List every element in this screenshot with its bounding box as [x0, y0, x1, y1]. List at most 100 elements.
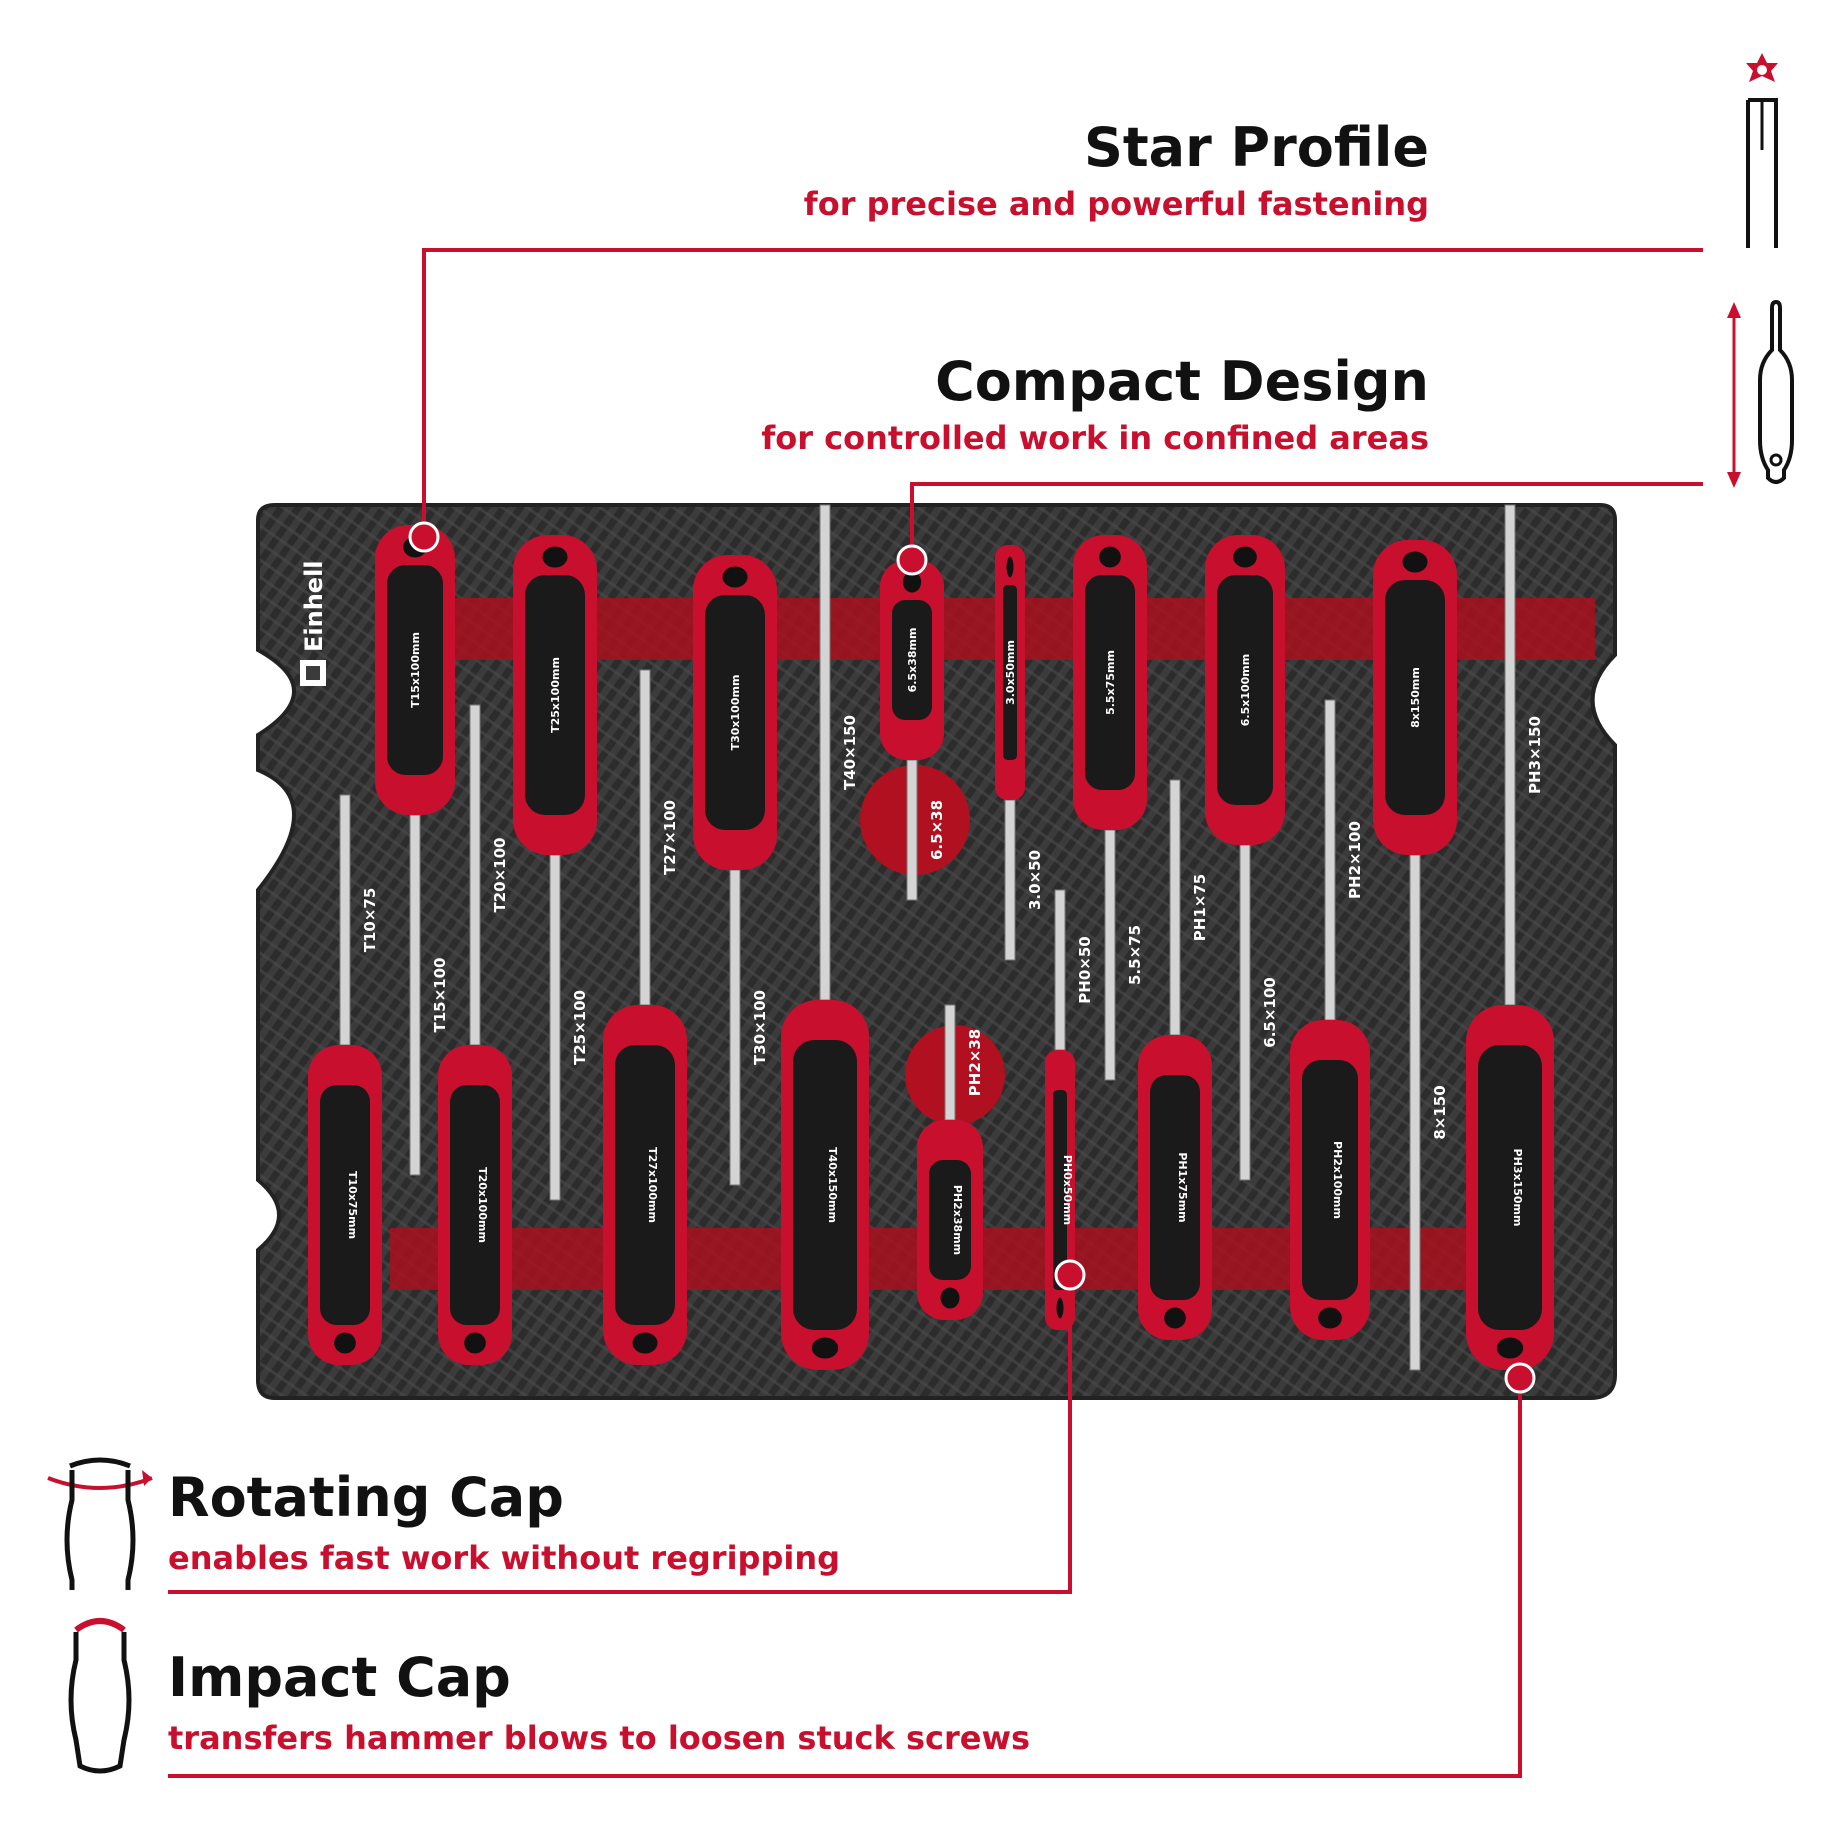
tray-size-label: T30×100: [751, 990, 769, 1065]
screwdriver-shaft: [1409, 854, 1421, 1371]
screwdriver-grip: [525, 575, 585, 815]
einhell-logo: Einhell: [300, 560, 328, 686]
screwdriver-shaft: [906, 759, 918, 901]
screwdriver-grip: [1003, 585, 1017, 760]
tray-size-label: T15×100: [431, 958, 449, 1033]
screwdriver-shaft: [1239, 844, 1251, 1181]
tray-size-label: 8×150: [1431, 1085, 1449, 1139]
hanging-hole: [1230, 543, 1260, 571]
feature-star-profile: Star Profile for precise and powerful fa…: [804, 118, 1429, 224]
hanging-hole: [539, 543, 571, 571]
rotating-cap-handle-icon: [47, 1457, 153, 1590]
screwdriver: 6.5x100mm 6.5×100: [1205, 535, 1285, 1181]
callout-lines: [168, 248, 1703, 1778]
handle-size-label: T27x100mm: [646, 1147, 659, 1223]
screwdriver-grip: [793, 1040, 857, 1330]
screwdriver-set: T10x75mmT10×75T15x100mmT15×100T20x100mmT…: [308, 504, 1554, 1371]
hanging-hole: [629, 1329, 661, 1357]
screwdriver: T20x100mm T20×100: [438, 704, 512, 1365]
screwdriver-shaft: [1169, 779, 1181, 1036]
tray-size-label: 6.5×100: [1261, 977, 1279, 1047]
screwdriver-grip: [1302, 1060, 1358, 1300]
short-screwdriver-icon: [1727, 299, 1794, 488]
tray-size-label: PH1×75: [1191, 874, 1209, 941]
handle-size-label: PH2x38mm: [951, 1185, 964, 1255]
torx-screwdriver-icon: [1746, 53, 1778, 248]
hanging-hole: [1053, 1294, 1067, 1322]
hanging-hole: [1003, 553, 1017, 581]
screwdriver-shaft: [1004, 799, 1016, 961]
screwdriver-shaft: [819, 504, 831, 1001]
callout-dot-compact-design: [896, 544, 928, 576]
hanging-hole: [331, 1329, 359, 1357]
hanging-hole: [1399, 548, 1431, 576]
feature-title: Compact Design: [935, 350, 1429, 413]
screwdriver-shaft: [944, 1004, 956, 1121]
screwdriver-shaft: [639, 669, 651, 1006]
hanging-hole: [1315, 1304, 1345, 1332]
tray-size-label: 3.0×50: [1026, 850, 1044, 910]
screwdriver-grip: [615, 1045, 675, 1325]
callout-line-star-profile: [422, 248, 1703, 537]
hanging-hole: [808, 1334, 842, 1362]
feature-title: Star Profile: [1083, 116, 1429, 179]
tray-size-label: 5.5×75: [1126, 925, 1144, 985]
handle-size-label: PH2x100mm: [1331, 1141, 1344, 1219]
screwdriver-shaft: [409, 814, 421, 1176]
feature-subtitle: enables fast work without regripping: [168, 1539, 841, 1577]
hanging-hole: [1096, 543, 1124, 571]
screwdriver-grip: [387, 565, 443, 775]
callout-dots: [408, 521, 1536, 1394]
handle-size-label: 6.5x38mm: [906, 628, 919, 693]
handle-size-label: PH1x75mm: [1176, 1152, 1189, 1222]
tray-size-label: T40×150: [841, 715, 859, 790]
tray-size-label: T27×100: [661, 800, 679, 875]
screwdriver: T40x150mm T40×150: [781, 504, 869, 1370]
callout-line-compact-design: [910, 482, 1703, 560]
screwdriver-grip: [320, 1085, 370, 1325]
screwdriver: PH1x75mm PH1×75: [1138, 779, 1212, 1340]
screwdriver-grip: [892, 600, 932, 720]
screwdriver: 5.5x75mm 5.5×75: [1073, 535, 1147, 1081]
feature-subtitle: transfers hammer blows to loosen stuck s…: [168, 1719, 1031, 1757]
screwdriver-grip: [1478, 1045, 1542, 1330]
screwdriver-shaft: [1324, 699, 1336, 1021]
callout-dot-rotating-cap: [1054, 1259, 1086, 1291]
tray-size-label: T25×100: [571, 990, 589, 1065]
handle-size-label: 6.5x100mm: [1239, 654, 1252, 726]
callout-dot-impact-cap: [1504, 1362, 1536, 1394]
feature-title: Rotating Cap: [168, 1466, 564, 1529]
handle-size-label: T40x150mm: [826, 1147, 839, 1223]
impact-cap-handle-icon: [68, 1618, 132, 1774]
tray-size-label: T20×100: [491, 838, 509, 913]
screwdriver-grip: [929, 1160, 971, 1280]
feature-title: Impact Cap: [168, 1646, 511, 1709]
screwdriver: PH2x100mm PH2×100: [1290, 699, 1370, 1340]
handle-size-label: T10x75mm: [346, 1171, 359, 1239]
feature-rotating-cap: Rotating Cap enables fast work without r…: [168, 1468, 840, 1578]
feature-compact-design: Compact Design for controlled work in co…: [761, 352, 1429, 458]
screwdriver-shaft: [469, 704, 481, 1046]
handle-size-label: 3.0x50mm: [1004, 640, 1017, 705]
logo-text: Einhell: [300, 560, 328, 652]
handle-size-label: T25x100mm: [549, 657, 562, 733]
handle-size-label: PH0x50mm: [1061, 1155, 1074, 1225]
handle-size-label: T20x100mm: [476, 1167, 489, 1243]
screwdriver: T27x100mm T27×100: [603, 669, 687, 1365]
hanging-hole: [1493, 1334, 1527, 1362]
tray-size-label: PH2×100: [1346, 821, 1364, 899]
callout-line-impact-cap: [168, 1378, 1522, 1778]
screwdriver-shaft: [549, 854, 561, 1201]
screwdriver-shaft: [339, 794, 351, 1046]
screwdriver-grip: [1085, 575, 1135, 790]
screwdriver-shaft: [1104, 829, 1116, 1081]
tray-size-label: PH0×50: [1076, 936, 1094, 1003]
callout-dot-star-profile: [408, 521, 440, 553]
handle-size-label: 5.5x75mm: [1104, 650, 1117, 715]
